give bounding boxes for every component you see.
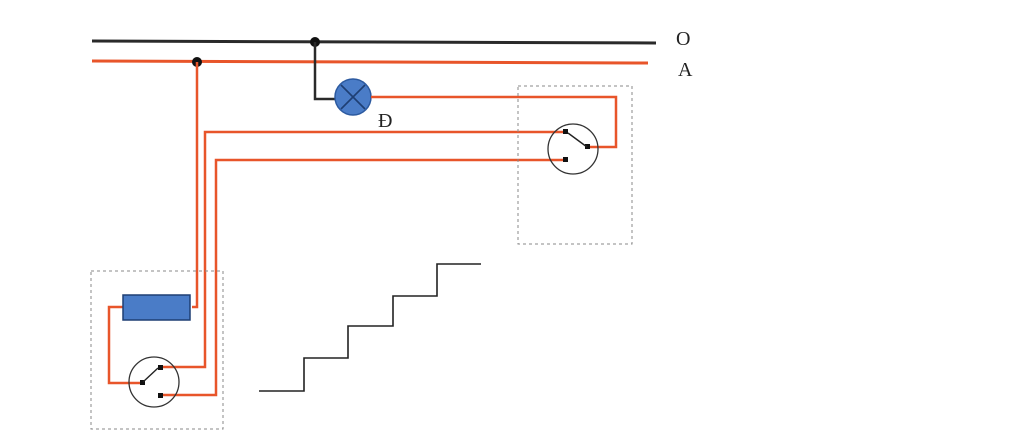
right-switch-box <box>517 85 633 245</box>
wire-phase-to-fuse <box>192 62 199 309</box>
neutral-line-o <box>91 39 657 45</box>
traveller-wire-2 <box>160 158 566 397</box>
phase-line-a <box>91 59 649 65</box>
wire-fuse-to-left-switch <box>107 305 142 385</box>
neutral-wire-to-lamp <box>313 42 336 101</box>
fuse-icon <box>122 294 191 321</box>
stairs-icon <box>259 263 481 392</box>
left-switch-box <box>90 270 224 430</box>
lamp-icon <box>334 78 372 116</box>
label-lamp: Đ <box>378 110 392 132</box>
two-way-switch-icon <box>547 123 599 175</box>
label-o: O <box>676 28 690 50</box>
two-way-switch-icon <box>128 356 180 408</box>
traveller-wire-1 <box>160 130 566 369</box>
label-a: A <box>678 59 693 81</box>
wire-lamp-to-right-switch <box>371 95 618 149</box>
